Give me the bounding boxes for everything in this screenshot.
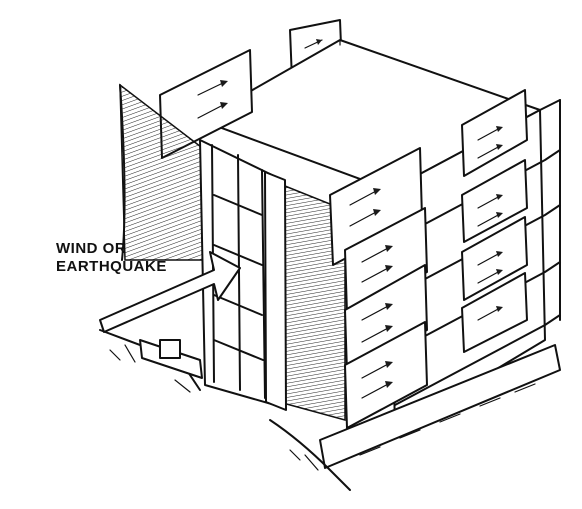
foundation <box>269 344 561 491</box>
force-label-line1: WIND OR <box>56 240 127 257</box>
force-label-line2: EARTHQUAKE <box>56 258 167 275</box>
left-ground <box>99 329 203 393</box>
front-wall-panels <box>329 147 428 429</box>
wind-earthquake-arrow-icon <box>99 251 241 333</box>
